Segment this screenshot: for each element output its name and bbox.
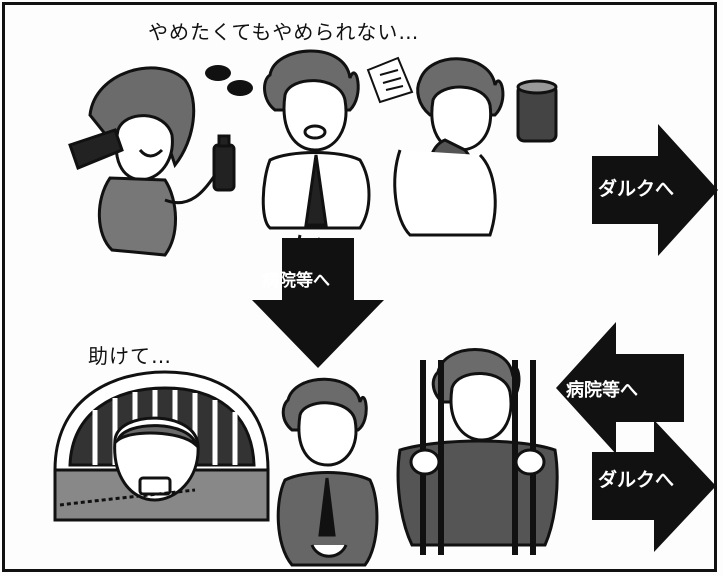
darc-arrow-upper bbox=[592, 124, 718, 256]
man-behind-bars-icon bbox=[396, 348, 559, 555]
man-sniffing-bag-icon bbox=[393, 57, 505, 237]
person-in-bed-icon bbox=[53, 370, 270, 522]
man-with-pills-icon bbox=[261, 49, 371, 250]
caption-help: 助けて… bbox=[88, 344, 172, 368]
paper-packet-icon bbox=[366, 56, 414, 104]
seated-man-icon bbox=[276, 377, 379, 567]
pills-icon bbox=[205, 65, 253, 96]
illustration-frame bbox=[2, 2, 717, 572]
woman-drinking-icon bbox=[68, 66, 236, 257]
caption-cant-quit: やめたくてもやめられない… bbox=[148, 20, 420, 44]
arrow-label-hospital-down: 病院等へ bbox=[262, 271, 330, 291]
arrow-label-darc-lower: ダルクへ bbox=[598, 469, 675, 491]
can-icon bbox=[516, 79, 558, 143]
hospital-arrow-left bbox=[556, 322, 684, 454]
darc-arrow-lower bbox=[592, 420, 716, 552]
arrow-label-hospital-left: 病院等へ bbox=[566, 380, 638, 401]
hospital-arrow-down bbox=[252, 238, 384, 368]
arrow-label-darc-upper: ダルクへ bbox=[598, 178, 675, 200]
